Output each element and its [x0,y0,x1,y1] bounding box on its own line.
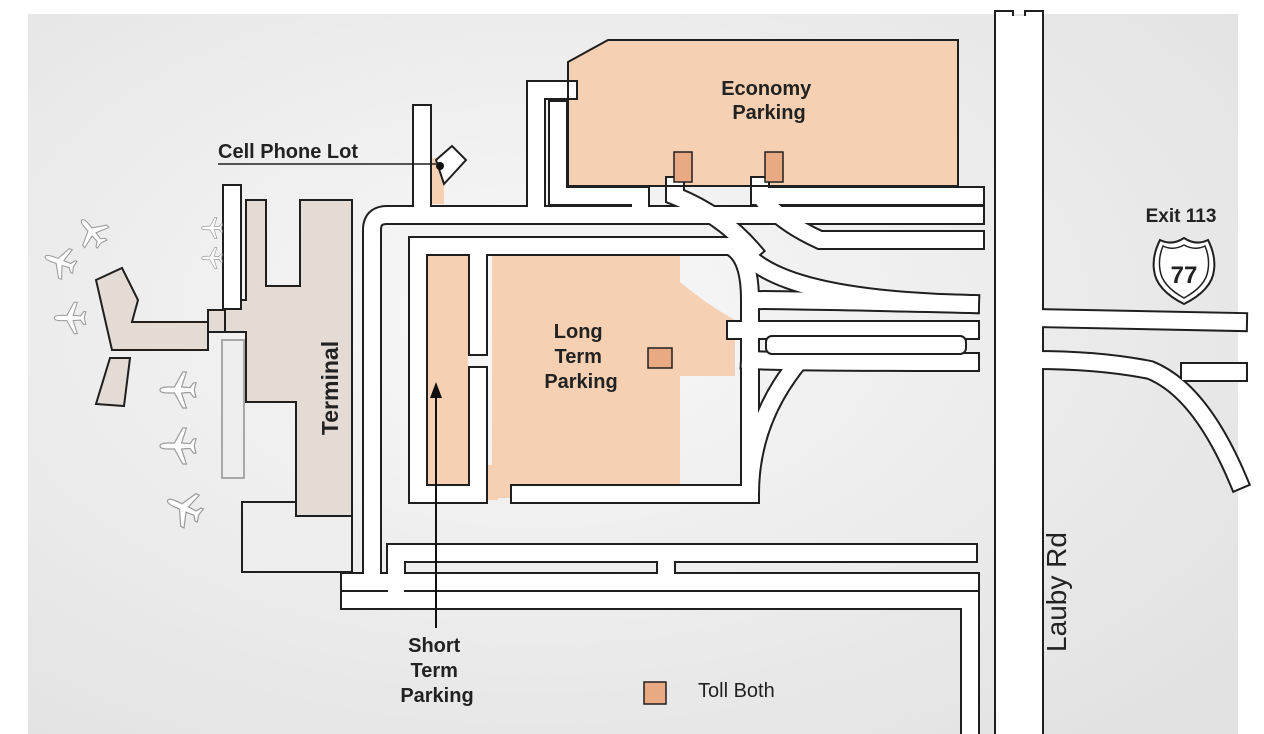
terminal-label: Terminal [317,341,343,435]
cell-phone-lot-shape [434,144,468,186]
terminal-gate-arm [94,357,132,408]
terminal-walkway [221,339,245,479]
exit-label: Exit 113 [1146,206,1217,227]
legend-toll-booth-label: Toll Both [698,680,775,702]
economy-parking-label: Economy Parking [721,78,817,124]
long-term-parking-lot [492,252,735,498]
road-network [222,10,1252,734]
pointer-dot-icon [436,162,444,170]
median-island [765,335,967,355]
long-term-parking-label: Long Term Parking [544,321,617,393]
toll-booth-economy-1 [673,151,693,183]
toll-booth-economy-2 [764,151,784,183]
economy-lot-outline [567,39,959,187]
lower-terminal-outline [241,501,353,573]
interstate-shield-icon: 77 [1152,236,1216,306]
arrow-up-icon [430,382,442,398]
road-name-label: Lauby Rd [1041,532,1072,652]
short-term-parking-label: Short Term Parking [400,635,473,707]
cell-phone-lot-label: Cell Phone Lot [218,141,358,163]
legend: Toll Both [643,680,775,705]
terminal-connector [207,309,226,333]
toll-booth-long-term [647,347,673,369]
legend-toll-booth-swatch [643,681,667,705]
highway-shield-number: 77 [1171,262,1198,289]
terminal-concourse [94,266,209,351]
